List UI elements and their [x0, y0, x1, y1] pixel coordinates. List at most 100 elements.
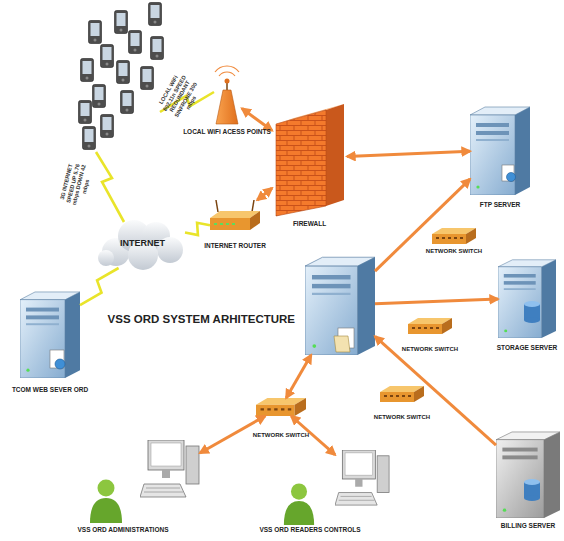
folder-badge — [334, 328, 354, 352]
node-label: NETWORK SWITCH — [412, 248, 496, 255]
node-label: VSS ORD ADMINISTRATIONS — [58, 526, 188, 533]
switch-icon — [256, 398, 306, 416]
switch-icon — [432, 228, 476, 244]
router-front — [210, 218, 250, 230]
node-label: NETWORK SWITCH — [388, 346, 472, 353]
phone — [81, 59, 94, 82]
phone — [83, 127, 96, 150]
web-badge — [50, 350, 65, 369]
node-label: NETWORK SWITCH — [360, 414, 444, 421]
person-icon — [90, 480, 122, 524]
billing-server-icon — [496, 432, 560, 518]
network-link — [347, 151, 470, 156]
phone — [141, 67, 154, 90]
node-label: INTERNET — [100, 238, 185, 248]
firewall-wall — [276, 104, 344, 216]
wireless-bolt — [96, 152, 124, 222]
person-icon — [284, 483, 314, 525]
wall-front — [276, 110, 326, 216]
disk-top — [524, 301, 540, 307]
network-link — [375, 179, 470, 271]
workstation-icon — [140, 440, 199, 497]
disk-top — [524, 479, 540, 485]
network-link — [286, 355, 311, 398]
link-speed-note: LOCAL WiFi 802.11n SPEED REDUNDANT SINFR… — [153, 65, 208, 127]
central-server-icon — [305, 257, 375, 355]
badge-globe — [507, 173, 516, 182]
ftp-server-icon — [470, 107, 530, 195]
workstation-icon — [335, 450, 389, 505]
phone — [89, 21, 102, 44]
network-link — [375, 299, 498, 304]
disk-badge — [524, 301, 540, 323]
phone — [115, 11, 128, 34]
wifi-antenna-tip — [225, 79, 230, 84]
wifi-waves — [215, 66, 239, 76]
phone-cluster — [79, 3, 164, 150]
switch-node: NETWORK SWITCH — [408, 318, 452, 334]
router-antenna — [216, 200, 218, 212]
phone — [93, 85, 106, 108]
disk-bottom — [524, 495, 540, 501]
internet-router — [210, 200, 260, 230]
cloud-node: INTERNET — [100, 222, 185, 268]
phone — [149, 3, 162, 26]
ftp-badge — [502, 165, 516, 182]
switch-node: NETWORK SWITCH — [256, 398, 306, 416]
node-label: NETWORK SWITCH — [239, 432, 323, 439]
phone — [117, 61, 130, 84]
server-node: FTP SERVER — [470, 105, 530, 195]
diagram-heading: VSS ORD SYSTEM ARHITECTURE — [100, 313, 295, 326]
wall-side — [326, 104, 344, 206]
phone — [79, 101, 92, 124]
storage-server-icon — [498, 260, 556, 338]
switch-icon — [408, 318, 452, 334]
server-node: BILLING SERVER — [496, 430, 560, 518]
node-label: VSS ORD READERS CONTROLS — [245, 526, 375, 533]
node-label: FIREWALL — [267, 220, 352, 227]
disk-badge — [524, 479, 540, 501]
wireless-link — [80, 268, 119, 305]
workstation-node: VSS ORD READERS CONTROLS — [335, 450, 390, 508]
switch-icon — [380, 386, 424, 402]
server-node: STORAGE SERVER — [498, 258, 556, 338]
node-label: LOCAL WiFi ACESS POINTS — [180, 128, 274, 135]
badge-page — [50, 350, 64, 368]
node-label: STORAGE SERVER — [486, 344, 564, 351]
phone — [101, 115, 114, 138]
firewall-node: FIREWALL — [272, 102, 347, 214]
node-label: FTP SERVER — [460, 201, 540, 208]
router-side — [250, 211, 260, 230]
workstation-node: VSS ORD ADMINISTRATIONS — [140, 440, 200, 500]
network-link — [257, 188, 272, 200]
switch-node: NETWORK SWITCH — [432, 228, 476, 244]
router-node: INTERNET ROUTER — [210, 200, 260, 236]
badge-folder — [334, 336, 350, 352]
wifi-access-point — [215, 66, 239, 124]
badge-globe — [55, 359, 65, 369]
server-node: TCOM WEB SEVER ORD — [20, 290, 80, 378]
network-link — [242, 109, 272, 131]
router-antenna — [252, 200, 254, 212]
network-link — [375, 336, 496, 445]
phone — [121, 91, 134, 114]
wifi-body — [216, 90, 238, 124]
phone — [151, 37, 164, 60]
switch-node: NETWORK SWITCH — [380, 386, 424, 402]
node-label: BILLING SERVER — [488, 522, 564, 529]
node-label: INTERNET ROUTER — [188, 242, 282, 249]
server-node: VSS ORD SYSTEM ARHITECTURE — [305, 255, 375, 355]
web-server-icon — [20, 292, 80, 378]
wireless-link — [185, 223, 210, 235]
disk-bottom — [524, 317, 540, 323]
phone — [129, 31, 142, 54]
link-speed-note: 3G INTERNET SPEED UP 5.76 mbps DOWN 42 m… — [58, 161, 94, 208]
access-point-node: LOCAL WiFi ACESS POINTS — [212, 70, 242, 125]
router-leds — [214, 223, 235, 225]
phone — [101, 45, 114, 68]
cloud-puff — [98, 250, 114, 266]
